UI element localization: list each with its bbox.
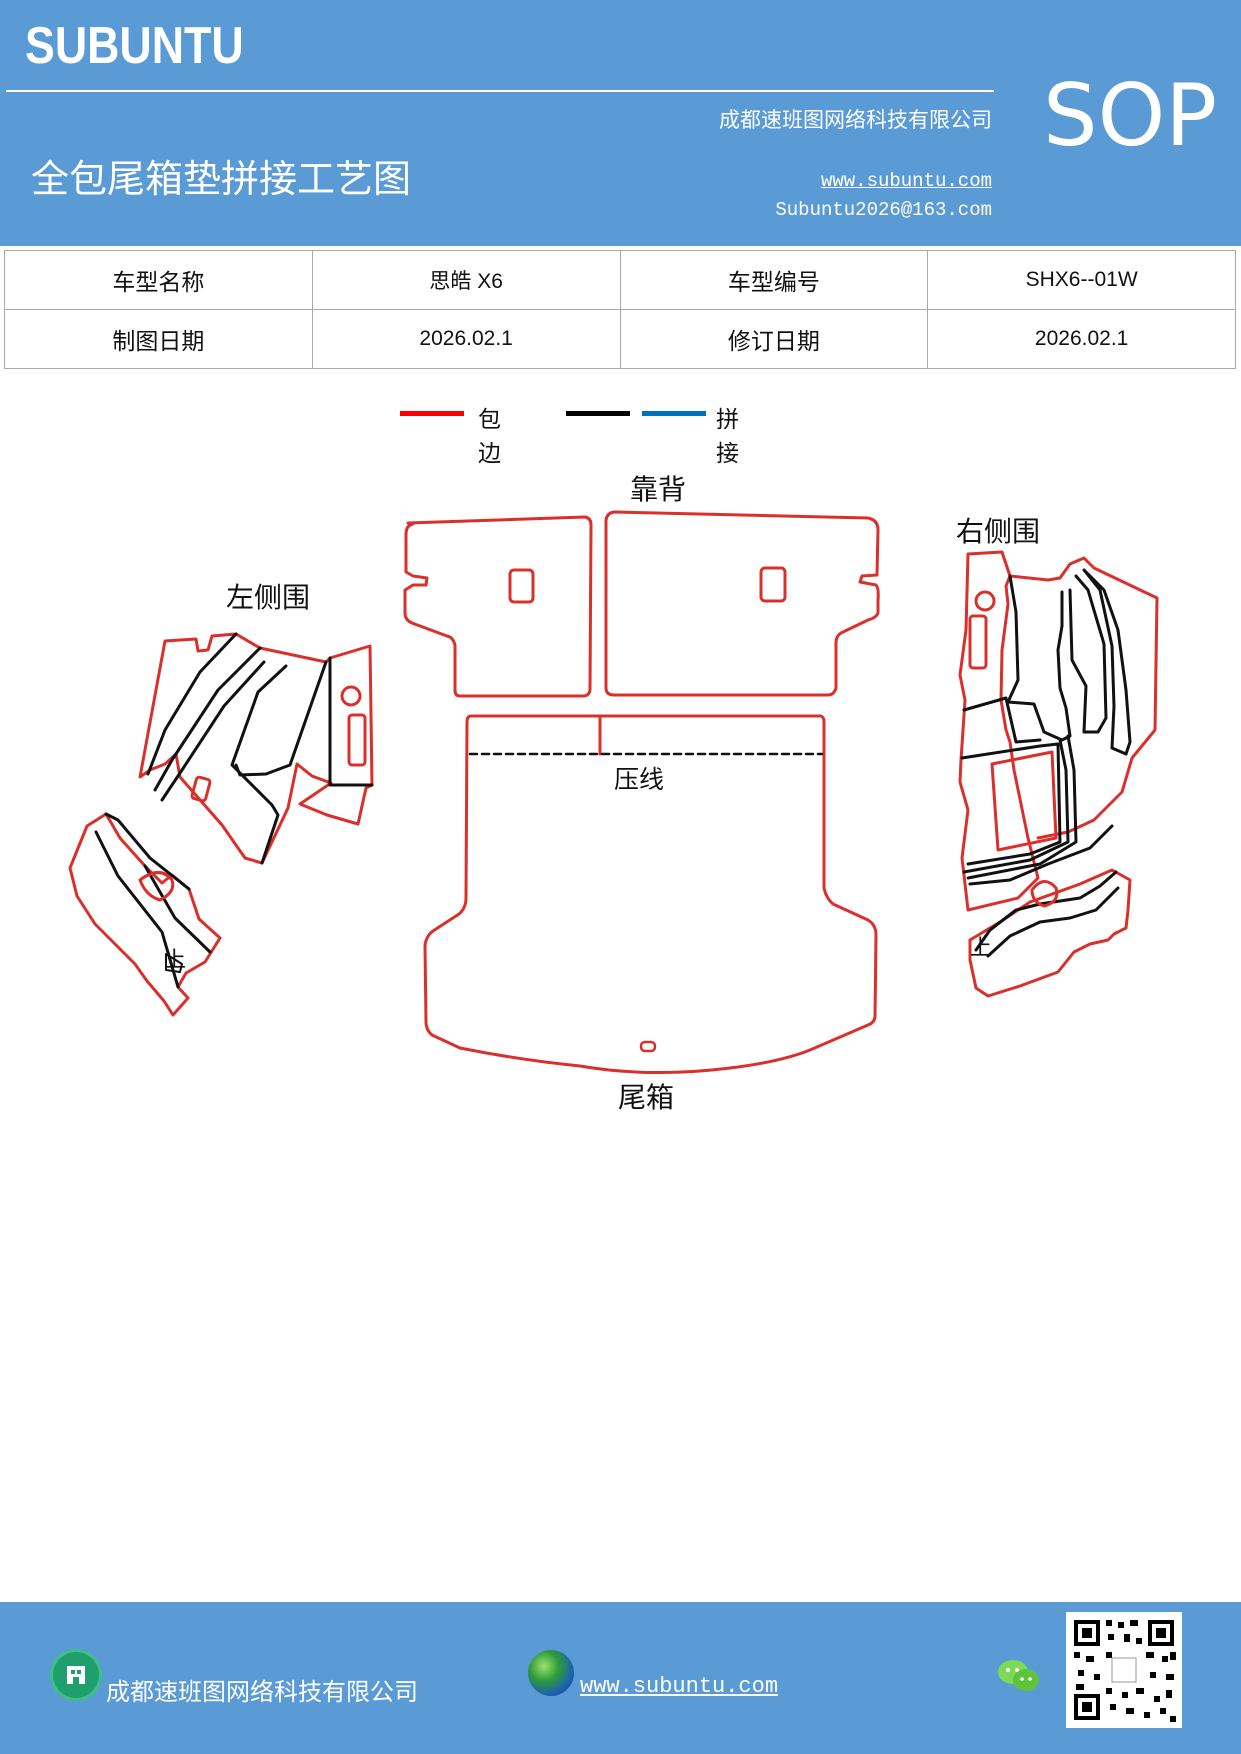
left-side-seam-9: [143, 864, 212, 954]
right-side-seam-3: [1082, 568, 1132, 756]
right-side-window: [990, 750, 1058, 852]
right-side-label: 右侧围: [956, 515, 1041, 548]
backrest-right-slot: [759, 566, 787, 603]
header-email: Subuntu2026@163.com: [775, 199, 992, 221]
left-side-seam-5: [234, 660, 328, 777]
right-side-seam-6: [962, 738, 1070, 874]
right-side-vent-slot: [968, 614, 988, 670]
diagram-svg: [68, 510, 1159, 1075]
left-side-vent-ring: [340, 685, 362, 707]
right-side-handle: [1030, 880, 1059, 908]
footer-website-link[interactable]: www.subuntu.com: [580, 1674, 779, 1699]
header-website-link[interactable]: www.subuntu.com: [820, 170, 992, 192]
left-side-slot: [190, 775, 212, 803]
draw-date-label: 制图日期: [4, 309, 313, 369]
mat-layout-diagram: 靠背 左侧围 右侧围 压线 尾箱 上 上: [0, 440, 1241, 1140]
right-side-seam-1: [1006, 574, 1072, 742]
backrest-left-panel: [403, 515, 593, 698]
left-up-mark-label: 上: [164, 948, 187, 973]
left-side-seam-4: [230, 664, 288, 865]
globe-icon: [528, 1650, 574, 1696]
left-side-seam-1: [146, 632, 238, 776]
qr-code: [1066, 1612, 1182, 1728]
draw-date-value: 2026.02.1: [311, 309, 621, 369]
legend-splice-label: 拼接: [716, 407, 739, 467]
right-side-seam-10: [986, 886, 1120, 958]
model-name-label: 车型名称: [4, 250, 313, 310]
building-icon: [53, 1652, 99, 1698]
header-divider: [6, 90, 994, 92]
left-side-label: 左侧围: [226, 581, 311, 614]
legend-edging-label: 包边: [478, 407, 501, 467]
backrest-left-slot: [508, 568, 535, 604]
right-up-mark-label: 上: [970, 936, 993, 961]
table-row: 制图日期 2026.02.1 修订日期 2026.02.1: [4, 309, 1236, 369]
info-table: 车型名称 思皓 X6 车型编号 SHX6--01W 制图日期 2026.02.1…: [4, 250, 1236, 369]
left-side-seam-6: [328, 656, 374, 787]
right-side-lower-panel: [968, 868, 1132, 998]
right-side-seam-7: [966, 734, 1078, 880]
wechat-icon[interactable]: [996, 1656, 1042, 1696]
right-side-upper-panel: [1008, 556, 1159, 840]
left-side-seam-7: [104, 812, 191, 891]
header-banner: SUBUNTU SOP 成都速班图网络科技有限公司 全包尾箱垫拼接工艺图 www…: [0, 0, 1241, 246]
left-side-lower-panel: [68, 812, 222, 1017]
left-side-seam-2: [153, 646, 262, 792]
footer-company-name: 成都速班图网络科技有限公司: [106, 1678, 418, 1706]
left-side-up-mark: [165, 953, 183, 973]
table-row: 车型名称 思皓 X6 车型编号 SHX6--01W: [4, 250, 1236, 310]
trunk-handle-slot: [639, 1040, 657, 1053]
revision-date-value: 2026.02.1: [927, 309, 1236, 369]
right-side-vent-ring: [974, 590, 996, 612]
model-name-value: 思皓 X6: [311, 250, 621, 310]
sop-mark: SOP: [1043, 66, 1218, 166]
right-side-seam-5: [960, 742, 1062, 866]
right-side-seam-8: [968, 824, 1114, 886]
backrest-right-panel: [604, 510, 880, 697]
header-company-name: 成都速班图网络科技有限公司: [719, 108, 992, 132]
brand-logo: SUBUNTU: [25, 17, 244, 75]
document-title: 全包尾箱垫拼接工艺图: [31, 157, 412, 201]
left-side-handle: [138, 871, 175, 902]
revision-date-label: 修订日期: [619, 309, 929, 369]
left-side-seam-3: [160, 660, 266, 802]
legend-splice-blue-swatch: [642, 411, 706, 416]
right-side-outer-panel: [958, 550, 1040, 912]
legend-edging-swatch: [400, 411, 464, 416]
left-side-seam-8: [94, 830, 180, 989]
model-code-value: SHX6--01W: [927, 250, 1236, 310]
press-line-label: 压线: [614, 765, 665, 794]
legend-splice-black-swatch: [566, 411, 630, 416]
left-side-outer-panel: [138, 632, 374, 865]
right-side-seam-4: [962, 696, 1042, 744]
backrest-label: 靠背: [630, 473, 687, 506]
right-side-seam-2: [1068, 574, 1108, 734]
footer-banner: 成都速班图网络科技有限公司 www.subuntu.com: [0, 1602, 1241, 1754]
trunk-label: 尾箱: [618, 1081, 675, 1114]
left-side-vent-slot: [347, 713, 367, 767]
model-code-label: 车型编号: [619, 250, 929, 310]
